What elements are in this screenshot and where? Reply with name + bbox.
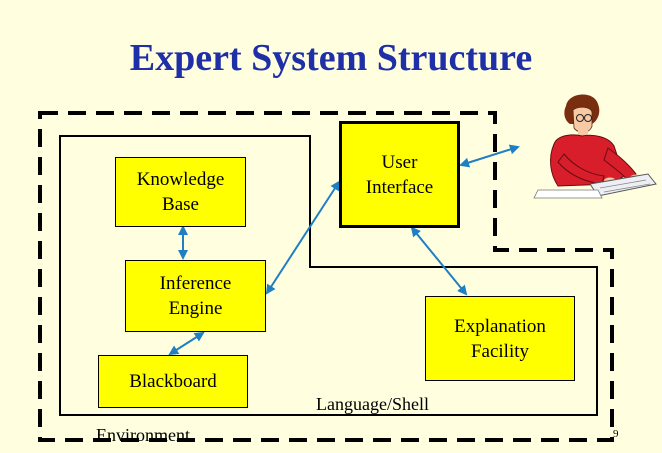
user-interface-box: User Interface (339, 121, 460, 228)
arrow-ie-ui (265, 180, 341, 295)
language-shell-label: Language/Shell (316, 394, 429, 414)
language-shell-boundary (59, 135, 598, 416)
page-number: 9 (613, 428, 619, 440)
inference-engine-label: Inference Engine (159, 273, 232, 319)
slide-title: Expert System Structure (129, 37, 533, 79)
knowledge-base-label: Knowledge Base (136, 169, 225, 215)
explanation-facility-label: Explanation Facility (454, 315, 546, 362)
inference-engine-box: Inference Engine (125, 260, 266, 332)
blackboard-box: Blackboard (98, 355, 248, 408)
environment-boundary (38, 111, 614, 442)
user-at-keyboard-icon (533, 94, 657, 199)
blackboard-label: Blackboard (129, 371, 217, 392)
arrow-ui-explanation (410, 226, 468, 296)
explanation-facility-box: Explanation Facility (425, 296, 575, 381)
environment-label: Environment (96, 425, 190, 445)
user-interface-label: User Interface (365, 151, 434, 198)
arrow-ui-user (459, 144, 520, 168)
arrow-ie-blackboard (168, 331, 205, 356)
knowledge-base-box: Knowledge Base (115, 157, 246, 227)
